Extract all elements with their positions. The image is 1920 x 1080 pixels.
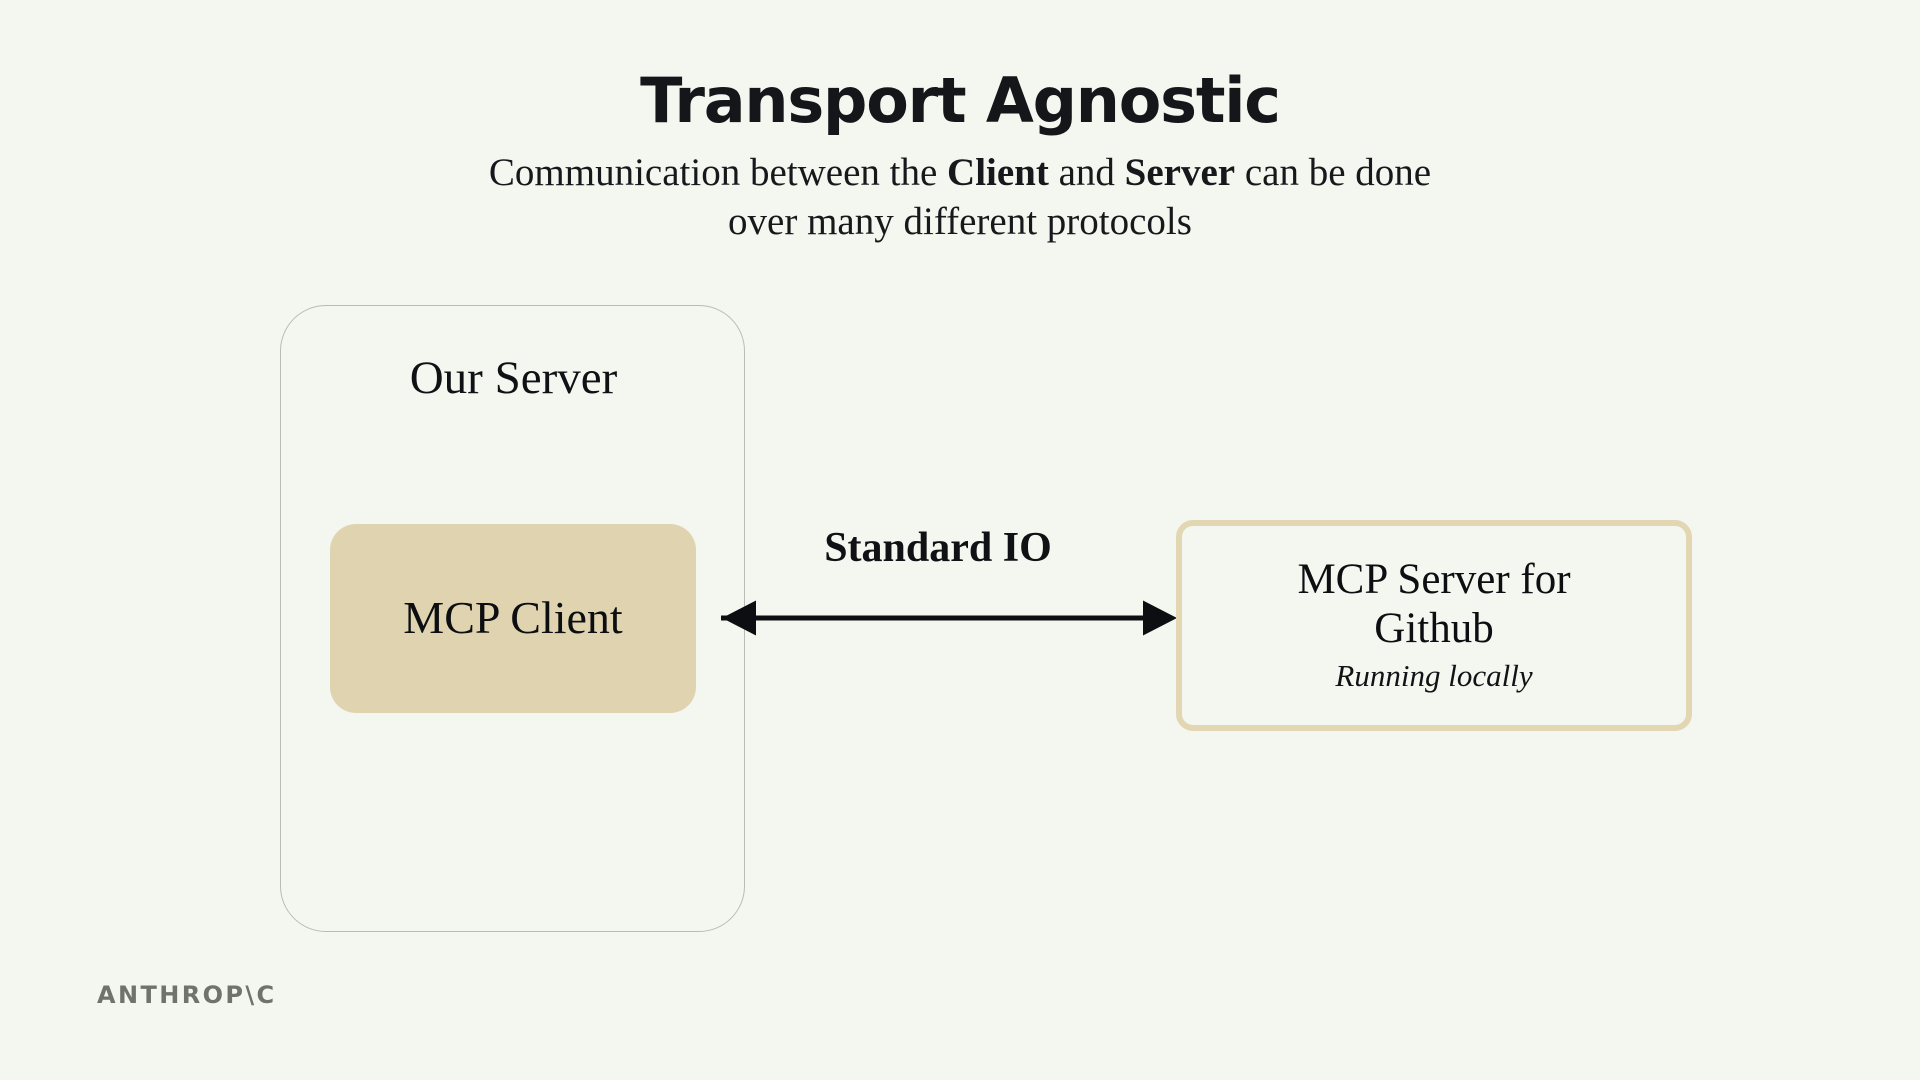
subtitle-text-3: can be done — [1235, 151, 1432, 194]
standard-io-connector: Standard IO — [688, 525, 1188, 650]
page-subtitle: Communication between the Client and Ser… — [0, 148, 1920, 246]
subtitle-emphasis-server: Server — [1124, 151, 1236, 194]
mcp-server-github-subtitle: Running locally — [1335, 658, 1533, 694]
mcp-client-label: MCP Client — [403, 592, 623, 644]
our-server-label: Our Server — [409, 352, 618, 404]
page-title: Transport Agnostic — [640, 64, 1281, 137]
anthropic-wordmark: ANTHROP\C — [97, 981, 277, 1009]
our-server-container: Our Server — [280, 305, 745, 932]
mcp-server-github-node: MCP Server for Github Running locally — [1176, 520, 1692, 731]
mcp-server-github-title: MCP Server for Github — [1297, 556, 1571, 652]
subtitle-line-1: Communication between the Client and Ser… — [489, 151, 1431, 194]
bidirectional-arrow-icon — [721, 600, 1177, 636]
subtitle-text-2: and — [1048, 151, 1125, 194]
subtitle-text-1: Communication between the — [488, 151, 948, 194]
mcp-client-node: MCP Client — [330, 524, 696, 713]
connector-label: Standard IO — [824, 525, 1052, 571]
subtitle-line-2: over many different protocols — [728, 200, 1192, 244]
subtitle-emphasis-client: Client — [947, 151, 1049, 194]
